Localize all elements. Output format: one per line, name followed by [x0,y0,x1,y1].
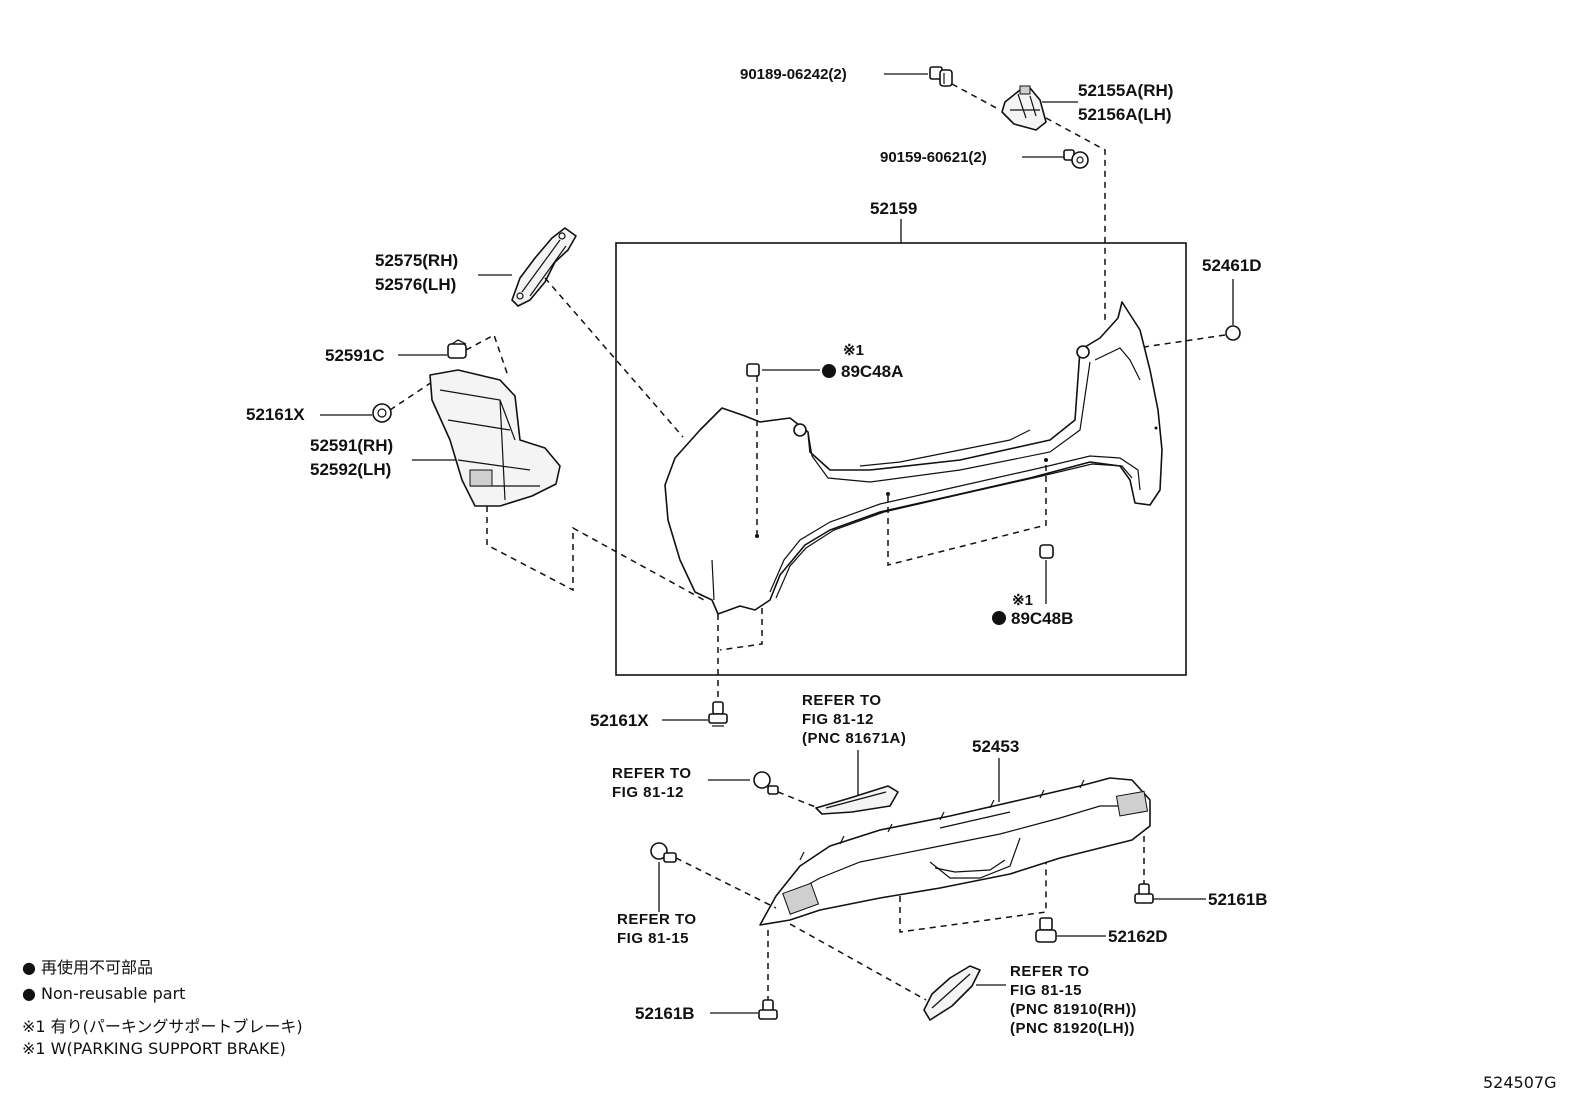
bracket-52575-icon[interactable] [511,227,577,307]
label-52159[interactable]: 52159 [870,199,917,218]
label-52591-rh[interactable]: 52591(RH) [310,436,393,455]
ref-top-line3: (PNC 81671A) [802,730,906,747]
ref-left-line2[interactable]: FIG 81-12 [612,784,684,801]
clip-52461d-icon[interactable] [1225,325,1241,341]
ref-right-line2[interactable]: FIG 81-15 [1010,982,1082,999]
label-52575-rh[interactable]: 52575(RH) [375,251,458,270]
ref-right-line3: (PNC 81910(RH)) [1010,1001,1137,1018]
nonreusable-dot-89c48b [992,611,1006,625]
screw-left-icon[interactable] [753,771,779,795]
label-52155a-rh[interactable]: 52155A(RH) [1078,81,1173,100]
clip-52161x-upper-icon[interactable] [372,403,392,423]
label-52156a-lh[interactable]: 52156A(LH) [1078,105,1172,124]
legend-en-note: ※1 W(PARKING SUPPORT BRAKE) [22,1039,286,1058]
label-90159-60621[interactable]: 90159-60621(2) [880,149,987,166]
clip-52161x-lower-icon[interactable] [708,701,728,727]
label-52576-lh[interactable]: 52576(LH) [375,275,456,294]
ref-top-line2[interactable]: FIG 81-12 [802,711,874,728]
label-52161b-right[interactable]: 52161B [1208,890,1268,909]
label-52453[interactable]: 52453 [972,737,1019,756]
sensor-bracket-89c48a-icon[interactable] [746,363,760,377]
reflector-81671a-icon[interactable] [815,785,899,815]
nut-52591c-icon[interactable] [447,339,467,359]
bracket-52155a-icon[interactable] [1001,85,1047,131]
ref-top-line1: REFER TO [802,692,882,709]
clip-52161b-right-icon[interactable] [1134,883,1154,904]
label-52162d[interactable]: 52162D [1108,927,1168,946]
diagram-id: 524507G [1483,1073,1556,1092]
bumper-cover-52159[interactable] [664,301,1163,615]
label-52161b-bottom[interactable]: 52161B [635,1004,695,1023]
legend-jp-nonreusable: ● 再使用不可部品 [22,958,153,977]
bolt-90159-icon[interactable] [1063,149,1089,169]
mark1-89c48b: ※1 [1012,592,1033,609]
screw-lower-left-icon[interactable] [650,842,677,863]
clip-52162d-icon[interactable] [1035,917,1057,943]
label-90189-06242[interactable]: 90189-06242(2) [740,66,847,83]
reflector-81910-icon[interactable] [923,965,981,1021]
ref-lower-line2[interactable]: FIG 81-15 [617,930,689,947]
garnish-52453[interactable] [759,777,1151,926]
ref-lower-line1: REFER TO [617,911,697,928]
mark1-89c48a: ※1 [843,342,864,359]
sensor-bracket-89c48b-icon[interactable] [1039,544,1054,559]
ref-right-line1: REFER TO [1010,963,1090,980]
label-89c48a[interactable]: 89C48A [841,362,903,381]
ref-right-line4: (PNC 81920(LH)) [1010,1020,1135,1037]
label-52161x-lower[interactable]: 52161X [590,711,649,730]
retainer-52591-icon[interactable] [429,369,561,507]
nonreusable-dot-89c48a [822,364,836,378]
legend-en-nonreusable: ● Non-reusable part [22,984,185,1003]
label-52161x-upper[interactable]: 52161X [246,405,305,424]
label-52461d[interactable]: 52461D [1202,256,1262,275]
label-89c48b[interactable]: 89C48B [1011,609,1073,628]
label-52591c[interactable]: 52591C [325,346,385,365]
legend-jp-note: ※1 有り(パーキングサポートブレーキ) [22,1017,303,1036]
label-52592-lh[interactable]: 52592(LH) [310,460,391,479]
bolt-90189-icon[interactable] [929,66,953,87]
clip-52161b-bottom-icon[interactable] [758,999,778,1020]
ref-left-line1: REFER TO [612,765,692,782]
